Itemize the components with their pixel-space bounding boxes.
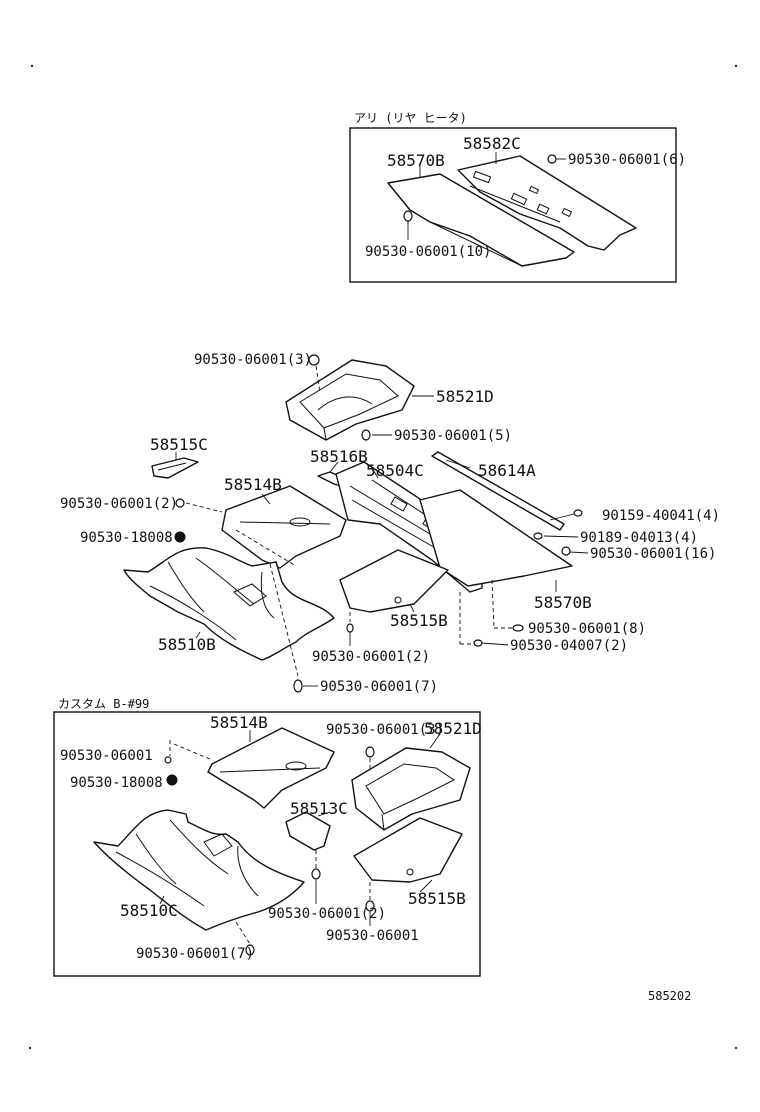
label-inset2-58510c: 58510C — [120, 901, 178, 920]
fastener-inset-6 — [547, 154, 557, 164]
inset-rear-heater: アリ (リヤ ヒータ) 58582C 58570B 90530-06001(6)… — [349, 111, 686, 283]
fastener-main-3 — [308, 354, 320, 366]
label-main-f18: 90530-18008 — [80, 530, 173, 546]
scan-speck — [30, 64, 34, 68]
label-main-f2b: 90530-06001(2) — [312, 649, 430, 665]
fastener-main-8 — [512, 624, 524, 632]
fastener-inset2-f3 — [365, 746, 375, 758]
label-main-f3: 90530-06001(3) — [194, 352, 312, 368]
part-58515b-inset — [353, 817, 463, 883]
fastener-main-90159 — [573, 509, 583, 517]
label-inset2-58514b: 58514B — [210, 713, 268, 732]
part-58510c — [93, 809, 305, 931]
label-main-f9015: 90159-40041(4) — [602, 508, 720, 524]
label-inset2-f3: 90530-06001(3) — [326, 722, 444, 738]
inset-custom-frame — [53, 711, 481, 977]
label-main-f16: 90530-06001(16) — [590, 546, 716, 562]
label-inset2-58513c: 58513C — [290, 799, 348, 818]
label-main-58514b: 58514B — [224, 475, 282, 494]
label-58570b-inset: 58570B — [387, 151, 445, 170]
label-inset2-f1b: 90530-06001 — [326, 928, 419, 944]
label-fastener-inset-10: 90530-06001(10) — [365, 244, 491, 260]
label-inset2-f2: 90530-06001(2) — [268, 906, 386, 922]
part-58514b — [221, 485, 347, 569]
fastener-main-2b — [346, 623, 354, 633]
figure-code: 585202 — [648, 989, 691, 1003]
label-main-f2a: 90530-06001(2) — [60, 496, 178, 512]
part-58515b — [339, 549, 449, 613]
label-main-f04007: 90530-04007(2) — [510, 638, 628, 654]
label-main-f7: 90530-06001(7) — [320, 679, 438, 695]
fastener-main-04007 — [473, 639, 483, 647]
label-main-58515b: 58515B — [390, 611, 448, 630]
part-58582c — [457, 155, 637, 251]
part-58510b — [123, 547, 335, 661]
fastener-main-2a — [175, 498, 185, 508]
part-58521d — [285, 359, 415, 441]
label-main-58515c: 58515C — [150, 435, 208, 454]
fastener-main-16 — [561, 546, 571, 556]
scan-speck — [28, 1046, 32, 1050]
fastener-inset2-f1b — [365, 900, 375, 912]
label-inset2-f1: 90530-06001 — [60, 748, 153, 764]
part-58513c — [285, 811, 331, 851]
fastener-inset2-f1 — [164, 756, 172, 764]
part-58514b-inset — [207, 727, 335, 809]
label-main-f8: 90530-06001(8) — [528, 621, 646, 637]
label-main-58516b: 58516B — [310, 447, 368, 466]
label-inset2-f7: 90530-06001(7) — [136, 946, 254, 962]
inset-rear-heater-frame — [349, 127, 677, 283]
scan-speck — [734, 1046, 738, 1050]
label-inset2-58521d: 58521D — [424, 719, 482, 738]
label-inset2-f18: 90530-18008 — [70, 775, 163, 791]
label-main-58614a: 58614A — [478, 461, 536, 480]
label-main-58521d: 58521D — [436, 387, 494, 406]
inset-custom-header: カスタム B-#99 — [58, 697, 149, 711]
fastener-main-5 — [361, 429, 371, 441]
label-58582c: 58582C — [463, 134, 521, 153]
label-main-58510b: 58510B — [158, 635, 216, 654]
fastener-main-90189 — [533, 532, 543, 540]
label-inset2-58515b: 58515B — [408, 889, 466, 908]
part-58614a — [431, 451, 565, 531]
label-fastener-inset-6: 90530-06001(6) — [568, 152, 686, 168]
inset-rear-heater-header: アリ (リヤ ヒータ) — [354, 111, 467, 125]
label-main-58570b: 58570B — [534, 593, 592, 612]
fastener-inset2-f18 — [166, 774, 178, 786]
inset-custom: カスタム B-#99 — [53, 697, 482, 977]
fastener-inset2-f2 — [311, 868, 321, 880]
label-main-f5: 90530-06001(5) — [394, 428, 512, 444]
part-58515c — [151, 457, 199, 479]
fastener-inset-10 — [403, 210, 413, 222]
scan-speck — [734, 64, 738, 68]
fastener-inset2-f7 — [245, 944, 255, 956]
fastener-main-7 — [293, 679, 303, 693]
fastener-main-18008 — [174, 531, 186, 543]
label-main-f9018: 90189-04013(4) — [580, 530, 698, 546]
label-main-58504c: 58504C — [366, 461, 424, 480]
main-assembly: 90530-06001(3) 58521D 90530-06001(5) 585… — [60, 352, 720, 695]
